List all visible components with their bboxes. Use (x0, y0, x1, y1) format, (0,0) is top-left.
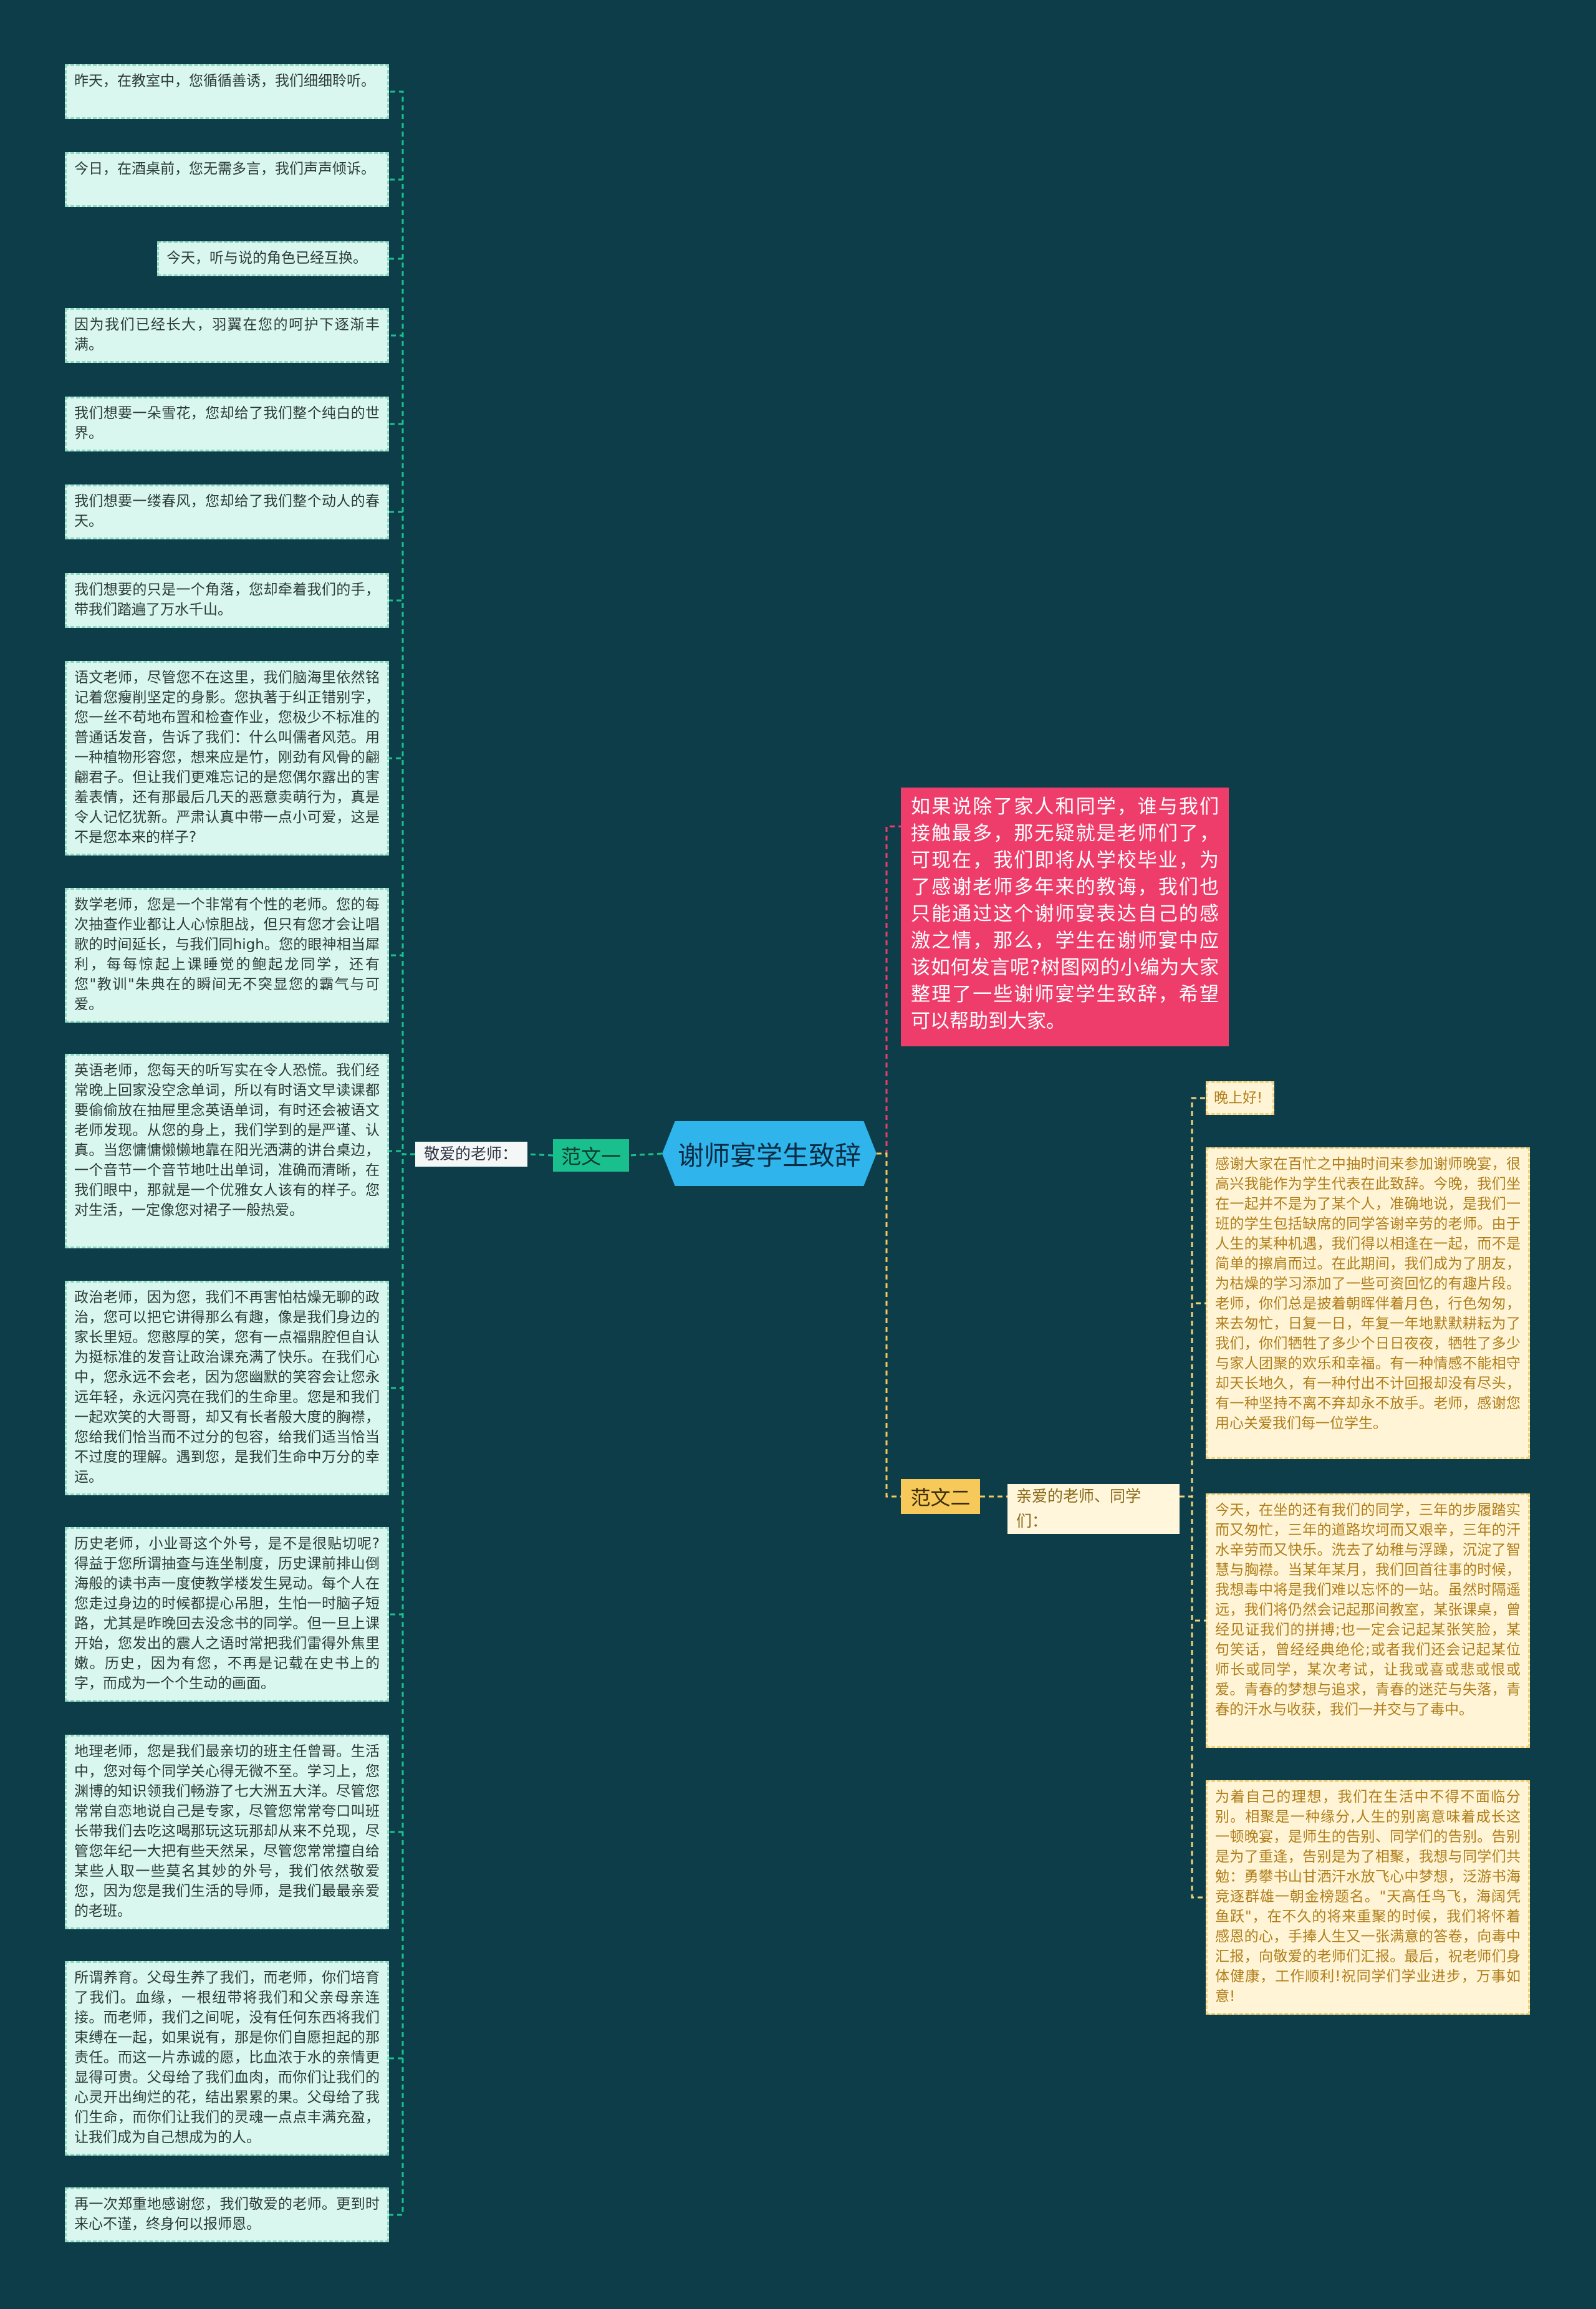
root-topic[interactable]: 谢师宴学生致辞 (662, 1121, 877, 1186)
left-leaf-3: 今天，听与说的角色已经互换。 (157, 241, 389, 276)
right-leaf-3: 今天，在坐的还有我们的同学，三年的步履踏实而又匆忙，三年的道路坎坷而又艰辛，三年… (1206, 1493, 1530, 1748)
left-leaf-13: 地理老师，您是我们最亲切的班主任曾哥。生活中，您对每个同学关心得无微不至。学习上… (65, 1735, 389, 1929)
left-leaf-7: 我们想要的只是一个角落，您却牵着我们的手，带我们踏遍了万水千山。 (65, 573, 389, 628)
left-leaf-11: 政治老师，因为您，我们不再害怕枯燥无聊的政治，您可以把它讲得那么有趣，像是我们身… (65, 1281, 389, 1495)
link-left-leaf-3 (389, 258, 415, 1155)
link-right-leaf-4 (1180, 1495, 1206, 1899)
left-leaf-15: 再一次郑重地感谢您，我们敬爱的老师。更到时来心不谨，终身何以报师恩。 (65, 2187, 389, 2242)
link-left-leaf-15 (389, 1153, 415, 2216)
link-left-leaf-9 (389, 954, 415, 1155)
left-leaf-6: 我们想要一缕春风，您却给了我们整个动人的春天。 (65, 484, 389, 539)
right-leaf-2: 感谢大家在百忙之中抽时间来参加谢师晚宴，很高兴我能作为学生代表在此致辞。今晚，我… (1206, 1147, 1530, 1459)
link-right-leaf-2 (1180, 1302, 1206, 1498)
link-right-leaf-1 (1180, 1097, 1206, 1498)
left-leaf-14: 所谓养育。父母生养了我们，而老师，你们培育了我们。血缘，一根纽带将我们和父亲母亲… (65, 1961, 389, 2156)
link-root-branch1 (628, 1152, 663, 1157)
left-leaf-12: 历史老师，小业哥这个外号，是不是很贴切呢?得益于您所谓抽查与连坐制度，历史课前排… (65, 1527, 389, 1702)
branch-one-salutation: 敬爱的老师： (415, 1142, 527, 1167)
left-leaf-1: 昨天，在教室中，您循循善诱，我们细细聆听。 (65, 64, 389, 119)
left-leaf-10: 英语老师，您每天的听写实在令人恐慌。我们经常晚上回家没空念单词，所以有时语文早读… (65, 1054, 389, 1248)
intro-note[interactable]: 如果说除了家人和同学，谁与我们接触最多，那无疑就是老师们了，可现在，我们即将从学… (901, 788, 1229, 1046)
left-leaf-5: 我们想要一朵雪花，您却给了我们整个纯白的世界。 (65, 397, 389, 451)
link-left-leaf-10 (389, 1150, 415, 1155)
link-root-intro (877, 825, 901, 1155)
link-root-branch2 (877, 1152, 901, 1498)
branch-sample-two[interactable]: 范文二 (901, 1479, 980, 1514)
link-left-leaf-11 (389, 1153, 415, 1389)
left-leaf-4: 因为我们已经长大，羽翼在您的呵护下逐渐丰满。 (65, 308, 389, 363)
right-leaf-1: 晚上好! (1206, 1081, 1274, 1115)
left-leaf-9: 数学老师，您是一个非常有个性的老师。您的每次抽查作业都让人心惊胆战，但只有您才会… (65, 888, 389, 1023)
link-branch1-salutation (527, 1153, 554, 1157)
branch-two-salutation: 亲爱的老师、同学们： (1007, 1484, 1180, 1534)
right-leaf-4: 为着自己的理想，我们在生活中不得不面临分别。相聚是一种缘分,人生的别离意味着成长… (1206, 1780, 1530, 2015)
branch-sample-one[interactable]: 范文一 (553, 1139, 629, 1172)
left-leaf-2: 今日，在酒桌前，您无需多言，我们声声倾诉。 (65, 152, 389, 207)
left-leaf-8: 语文老师，尽管您不在这里，我们脑海里依然铭记着您瘦削坚定的身影。您执著于纠正错别… (65, 661, 389, 856)
